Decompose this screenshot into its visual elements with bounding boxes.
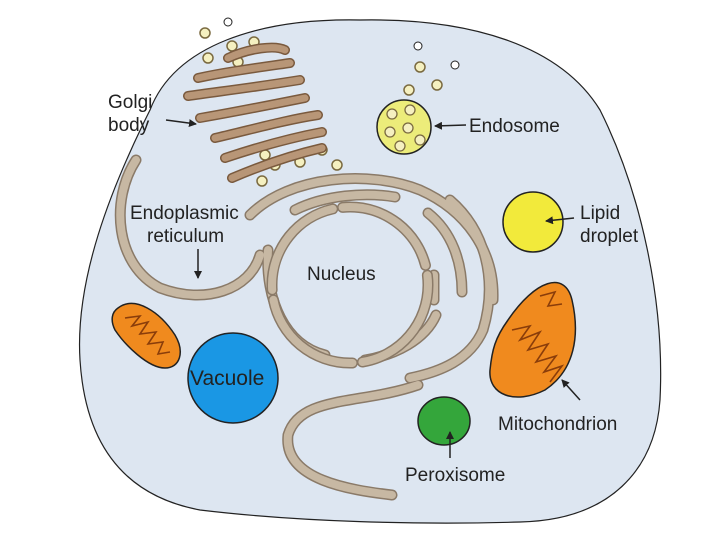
lipid-label-line1: Lipid	[580, 203, 620, 224]
mitochondrion-large	[489, 281, 577, 398]
membrane-pores	[223, 17, 460, 70]
nucleus-label: Nucleus	[307, 264, 376, 285]
vacuole-label: Vacuole	[190, 367, 264, 390]
vacuole	[187, 332, 279, 424]
golgi-arrow	[165, 119, 197, 128]
lipid-droplet	[502, 191, 564, 253]
golgi-label-line2: body	[108, 115, 150, 136]
mitochondrion-small	[111, 302, 181, 369]
lipid-label-line2: droplet	[580, 226, 639, 247]
nucleus	[266, 201, 434, 369]
peroxisome-label: Peroxisome	[405, 465, 505, 486]
lipid-arrow	[545, 216, 575, 225]
mitochondrion-arrow	[561, 379, 581, 401]
er-label-line1: Endoplasmic	[130, 203, 239, 224]
endosome-arrow	[434, 121, 467, 130]
golgi-body	[183, 42, 327, 183]
golgi-label-line1: Golgi	[108, 92, 152, 113]
label-arrows	[165, 119, 581, 458]
mitochondrion-label: Mitochondrion	[498, 414, 617, 435]
endosome-vesicles	[403, 61, 443, 96]
endosome-label: Endosome	[469, 116, 560, 137]
peroxisome	[417, 396, 471, 446]
er-label-line2: reticulum	[147, 226, 224, 247]
endosome	[376, 99, 432, 155]
